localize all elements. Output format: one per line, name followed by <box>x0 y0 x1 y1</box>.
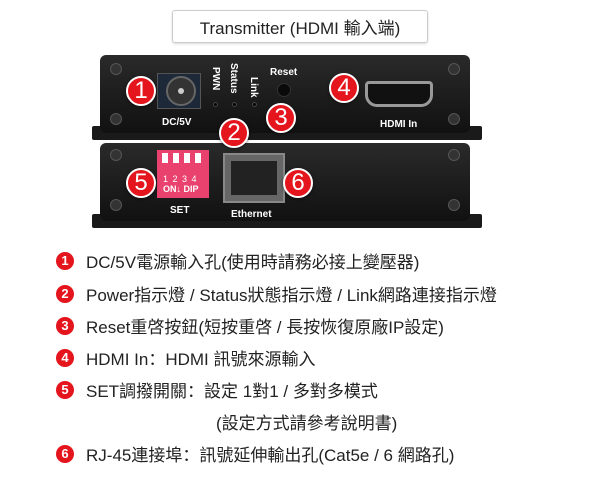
number-badge: 2 <box>56 284 74 303</box>
badge-3: 3 <box>266 103 296 133</box>
list-item: 2 Power指示燈 / Status狀態指示燈 / Link網路連接指示燈 <box>56 281 497 306</box>
screw <box>110 149 122 161</box>
number-badge: 4 <box>56 348 74 367</box>
screw <box>448 199 460 211</box>
hdmi-label: HDMI In <box>380 119 418 130</box>
item-text: Reset重啓按鈕(短按重啓 / 長按恢復原廠IP設定) <box>86 318 444 337</box>
number-badge: 6 <box>56 444 74 463</box>
screw <box>110 113 122 125</box>
screw <box>448 113 460 125</box>
reset-button[interactable] <box>277 83 291 97</box>
set-label: SET <box>170 205 190 216</box>
item-text: DC/5V電源輸入孔(使用時請務必接上變壓器) <box>86 253 420 272</box>
page-title: Transmitter (HDMI 輸入端) <box>172 10 428 43</box>
item-text: RJ-45連接埠：訊號延伸輸出孔(Cat5e / 6 網路孔) <box>86 446 455 465</box>
badge-2: 2 <box>219 118 249 148</box>
item-text: SET調撥開關：設定 1對1 / 多對多模式 <box>86 382 378 401</box>
dip-numbers: 1 2 3 4 <box>163 174 198 184</box>
number-badge: 3 <box>56 316 74 335</box>
dip-on-label: ON↓ DIP <box>163 184 199 194</box>
screw <box>448 63 460 75</box>
list-item: 3 Reset重啓按鈕(短按重啓 / 長按恢復原廠IP設定) <box>56 313 444 338</box>
number-badge: 1 <box>56 251 74 270</box>
link-label: Link <box>248 77 259 98</box>
screw <box>448 149 460 161</box>
pwn-label: PWN <box>210 67 221 91</box>
power-led <box>213 102 218 107</box>
screw <box>110 63 122 75</box>
list-item: 1 DC/5V電源輸入孔(使用時請務必接上變壓器) <box>56 248 419 273</box>
list-item: 6 RJ-45連接埠：訊號延伸輸出孔(Cat5e / 6 網路孔) <box>56 441 454 466</box>
status-led <box>232 102 237 107</box>
screw <box>110 199 122 211</box>
item-text: (設定方式請參考說明書) <box>216 414 398 433</box>
dc-jack <box>157 73 201 109</box>
reset-label: Reset <box>270 67 298 78</box>
item-text: HDMI In：HDMI 訊號來源輸入 <box>86 350 316 369</box>
ethernet-port <box>223 153 285 203</box>
list-item-continuation: (設定方式請參考說明書) <box>216 409 397 434</box>
dc-label: DC/5V <box>162 117 192 128</box>
front-panel-top: DC/5V PWN Status Link Reset HDMI In <box>100 55 470 133</box>
list-item: 4 HDMI In：HDMI 訊號來源輸入 <box>56 345 316 370</box>
list-item: 5 SET調撥開關：設定 1對1 / 多對多模式 <box>56 377 378 402</box>
link-led <box>252 102 257 107</box>
badge-5: 5 <box>126 168 156 198</box>
number-badge: 5 <box>56 380 74 399</box>
ethernet-label: Ethernet <box>231 209 272 220</box>
status-label: Status <box>228 63 239 94</box>
hdmi-port <box>365 81 433 107</box>
dip-switch[interactable]: 1 2 3 4 ON↓ DIP <box>157 150 209 198</box>
item-text: Power指示燈 / Status狀態指示燈 / Link網路連接指示燈 <box>86 286 497 305</box>
badge-1: 1 <box>126 76 156 106</box>
badge-4: 4 <box>329 73 359 103</box>
badge-6: 6 <box>283 168 313 198</box>
